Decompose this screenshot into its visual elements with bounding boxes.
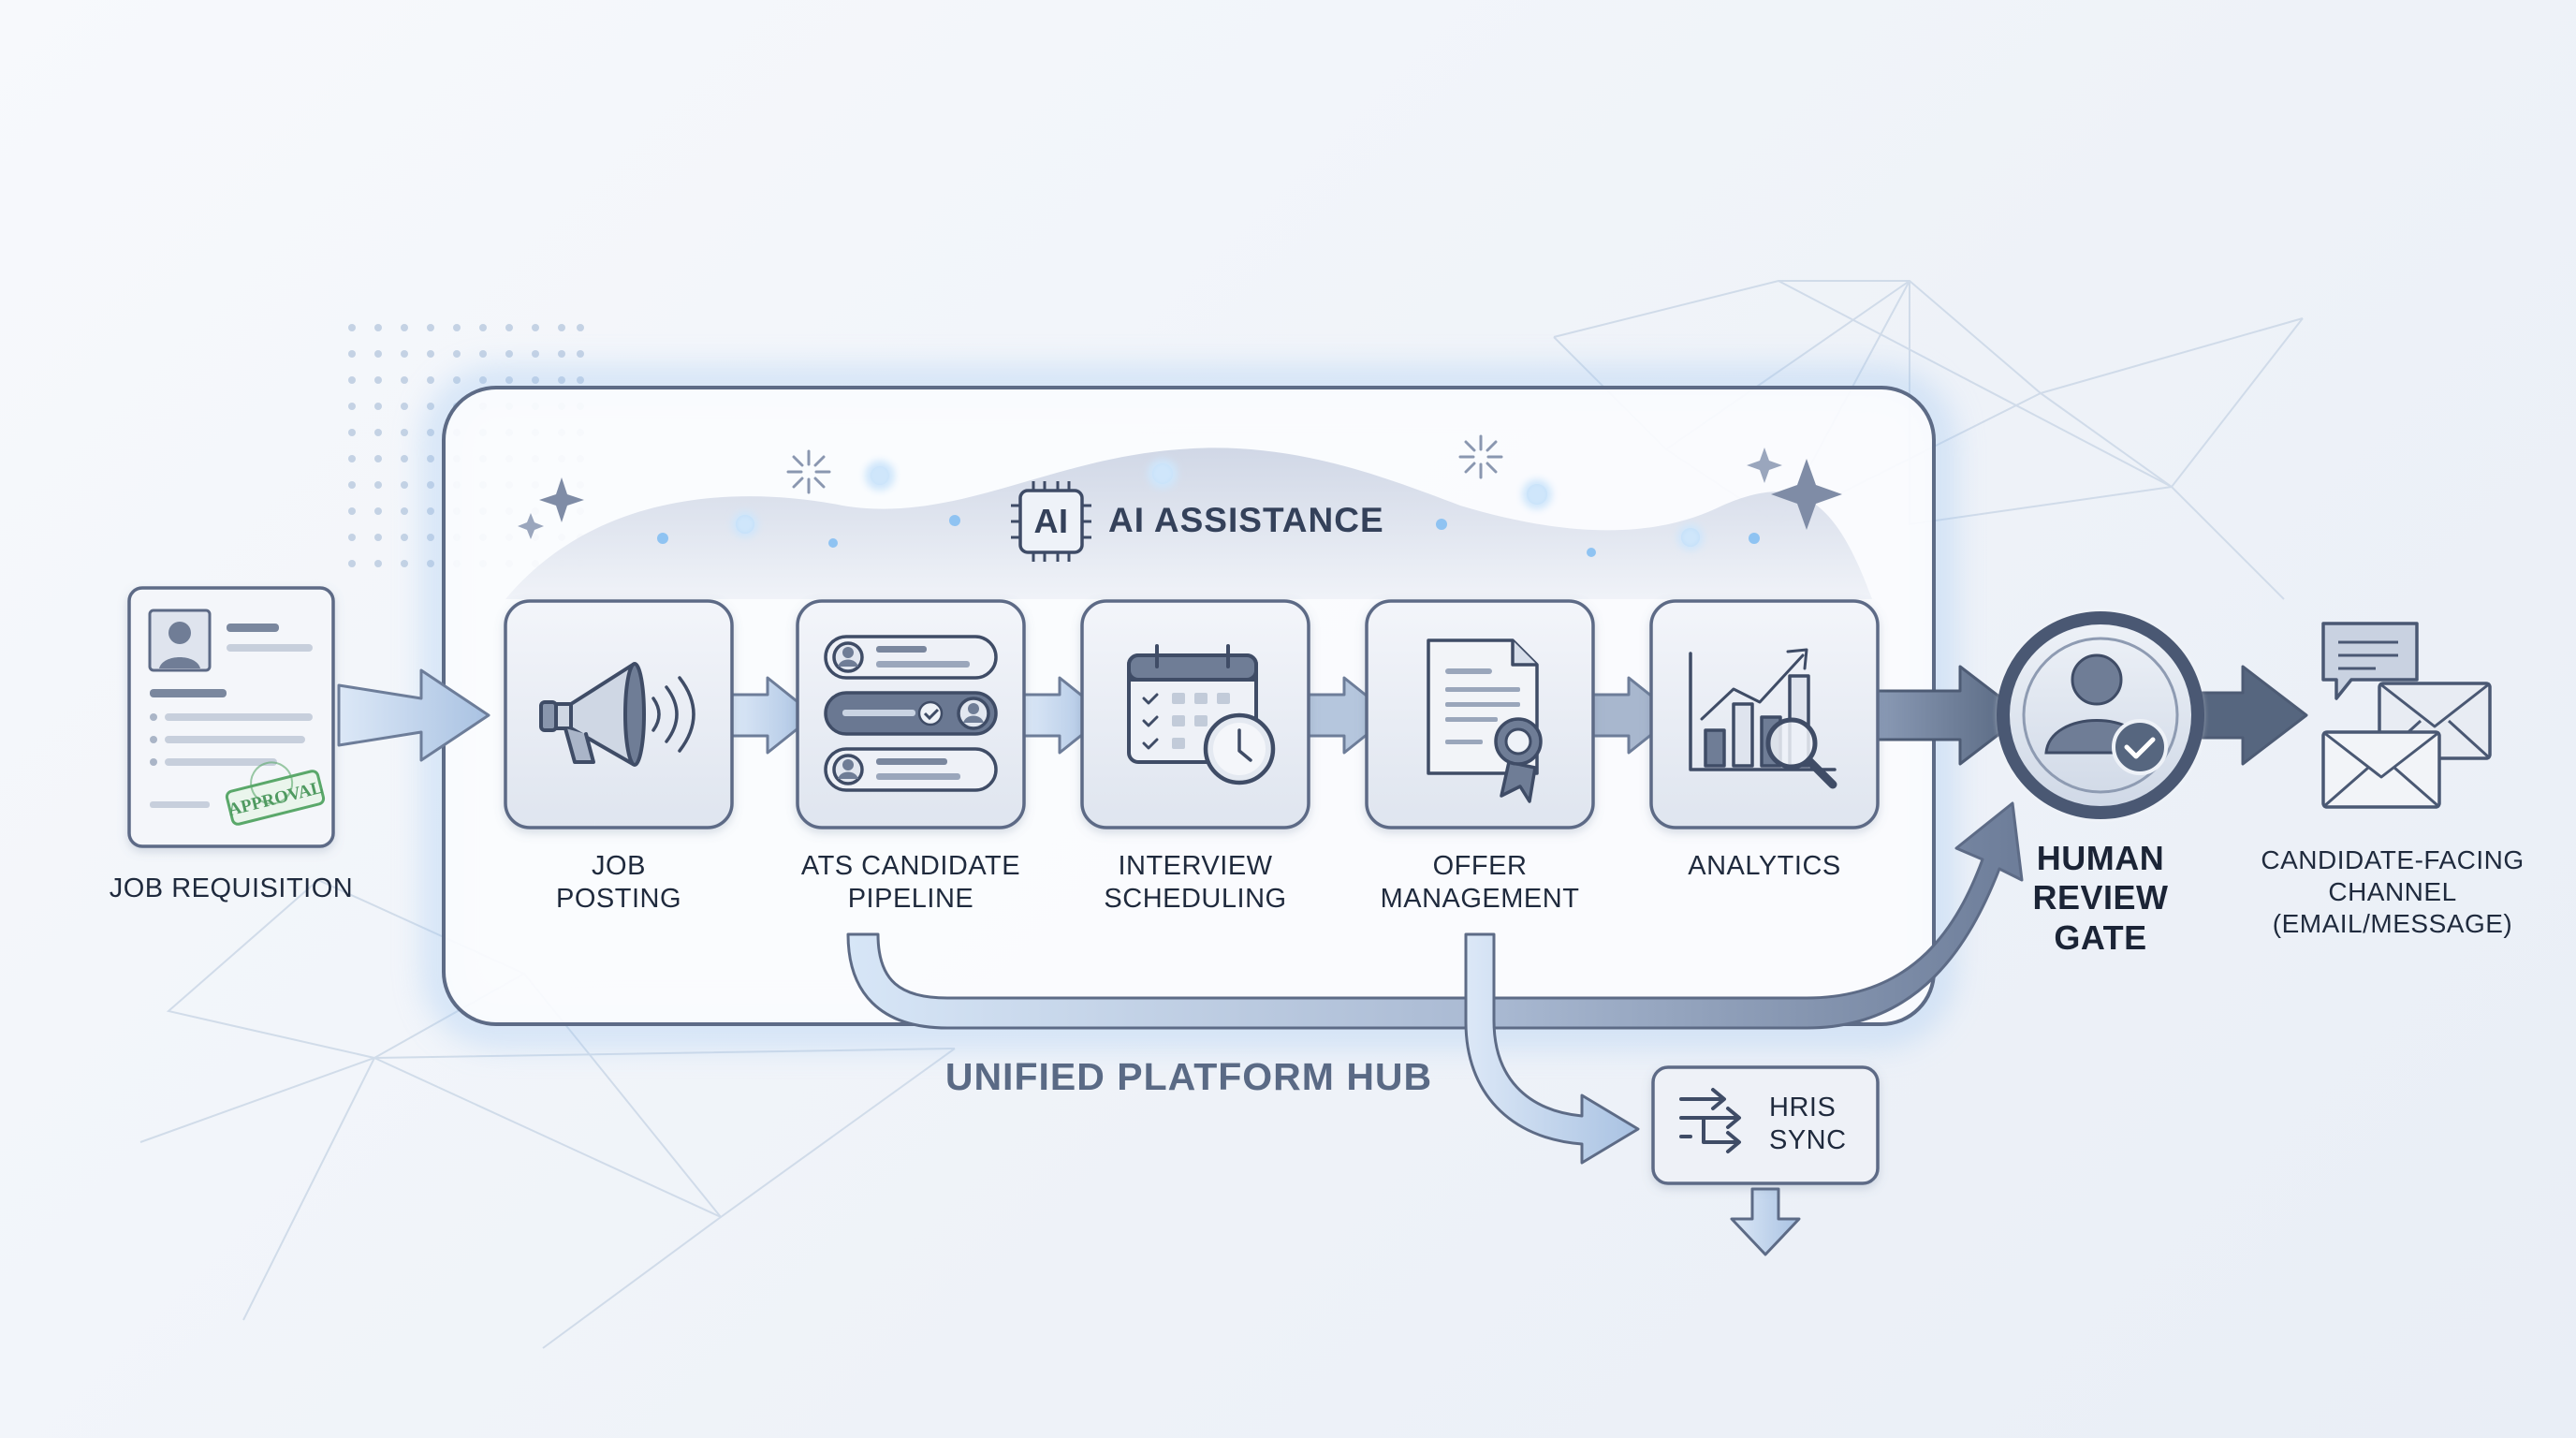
hris-sync-box: [1651, 1065, 1880, 1185]
stage-label-analytics: ANALYTICS: [1688, 851, 1841, 881]
arrow-offer-to-hris: [1464, 932, 1640, 1165]
calendar-clock-icon: [1127, 644, 1276, 785]
hub-label: UNIFIED PLATFORM HUB: [944, 1055, 1433, 1098]
arrow-gate-to-channel: [2200, 665, 2308, 766]
flow-arrows: [337, 668, 1677, 762]
ai-assistance-wave: [505, 448, 1872, 599]
candidate-list-icon: [824, 635, 998, 792]
arrow-hris-down: [1730, 1187, 1801, 1256]
ai-chip-badge: AI: [1033, 502, 1069, 540]
job-requisition-icon: APPROVAL: [127, 586, 335, 848]
ai-assistance-label: AI ASSISTANCE: [1108, 501, 1384, 539]
arrow-requisition-to-posting: [337, 668, 490, 762]
offer-document-icon: [1427, 638, 1543, 803]
ai-sparkles: [518, 434, 1842, 557]
ai-chip-icon: [1011, 481, 1091, 562]
arrow-posting-to-pipeline: [730, 676, 816, 755]
dot-grid: [348, 324, 584, 567]
sync-arrows-icon: [1679, 1088, 1741, 1153]
arrow-pipeline-sweep: [846, 801, 2024, 1030]
user-check-icon: [2044, 653, 2168, 775]
megaphone-icon: [539, 662, 695, 767]
job-requisition-label: JOB REQUISITION: [109, 873, 354, 903]
arrow-analytics-to-gate: [1876, 665, 2026, 766]
email-message-icon: [2321, 622, 2492, 809]
analytics-chart-icon: [1689, 648, 1837, 789]
